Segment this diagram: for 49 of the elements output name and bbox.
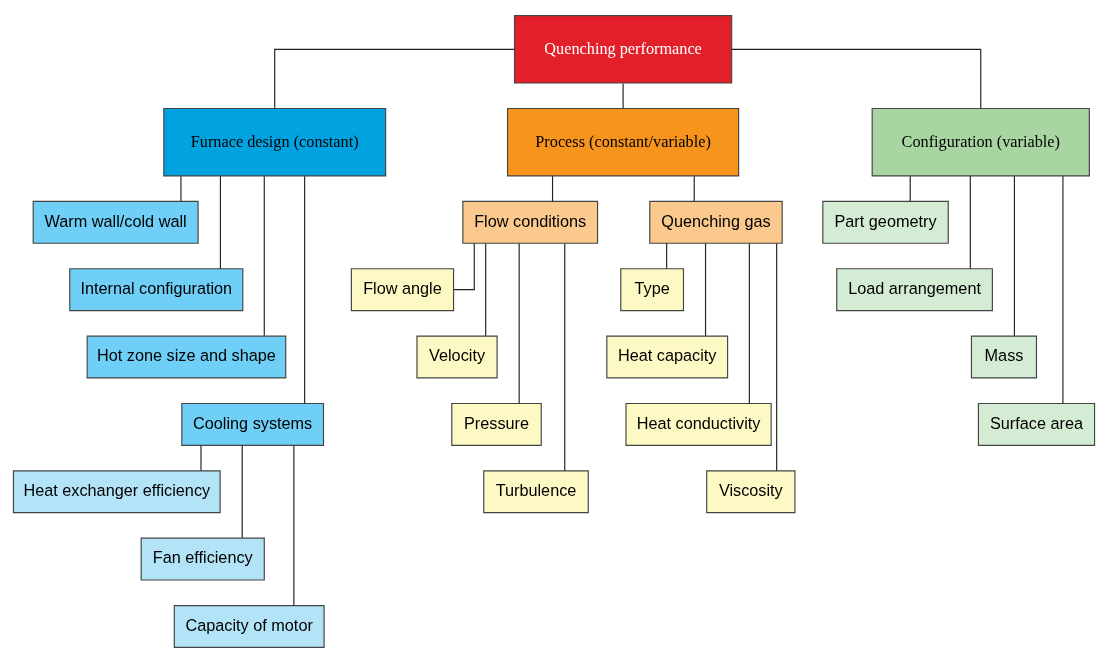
node-box: Viscosity	[706, 469, 796, 513]
node-box: Turbulence	[483, 469, 589, 513]
connector	[693, 175, 695, 202]
node-box: Velocity	[416, 335, 498, 379]
connector	[293, 444, 295, 606]
node-box: Flow angle	[350, 267, 455, 311]
connector	[518, 242, 520, 404]
connector	[1013, 175, 1015, 336]
node-box: Fan efficiency	[140, 537, 265, 581]
connector	[704, 242, 707, 336]
connector	[564, 242, 566, 471]
connector	[453, 242, 475, 290]
node-box: Internal configuration	[69, 267, 244, 311]
node-box: Cooling systems	[181, 402, 325, 446]
connector	[731, 48, 982, 109]
connector	[274, 48, 515, 109]
connector	[776, 242, 778, 471]
node-box: Flow conditions	[462, 200, 599, 244]
connector	[1062, 175, 1064, 404]
connector	[909, 175, 911, 202]
node-box: Hot zone size and shape	[86, 335, 287, 379]
connector	[263, 175, 265, 336]
node-box: Pressure	[451, 402, 542, 446]
node-box: Type	[620, 267, 685, 311]
node-box: Mass	[970, 335, 1038, 379]
connector	[485, 242, 487, 336]
connector	[180, 175, 182, 202]
node-box: Part geometry	[822, 200, 949, 244]
node-box: Warm wall/cold wall	[32, 200, 199, 244]
connector	[241, 444, 243, 538]
node-box: Surface area	[977, 402, 1096, 446]
connector	[200, 444, 202, 471]
node-box: Capacity of motor	[173, 604, 325, 648]
connector	[219, 175, 221, 269]
connector	[969, 175, 971, 269]
node-box: Load arrangement	[836, 267, 993, 311]
node-box: Heat conductivity	[625, 402, 772, 446]
connector	[748, 242, 750, 404]
node-box: Quenching gas	[649, 200, 783, 244]
node-box: Heat exchanger efficiency	[12, 469, 221, 513]
connector	[304, 175, 306, 404]
connector	[551, 175, 554, 202]
node-box: Configuration (variable)	[871, 107, 1090, 176]
node-box: Quenching performance	[513, 14, 733, 84]
connector	[666, 242, 668, 269]
connector	[622, 82, 624, 109]
node-box: Process (constant/variable)	[506, 107, 740, 176]
node-box: Heat capacity	[606, 335, 729, 379]
node-box: Furnace design (constant)	[163, 107, 387, 176]
